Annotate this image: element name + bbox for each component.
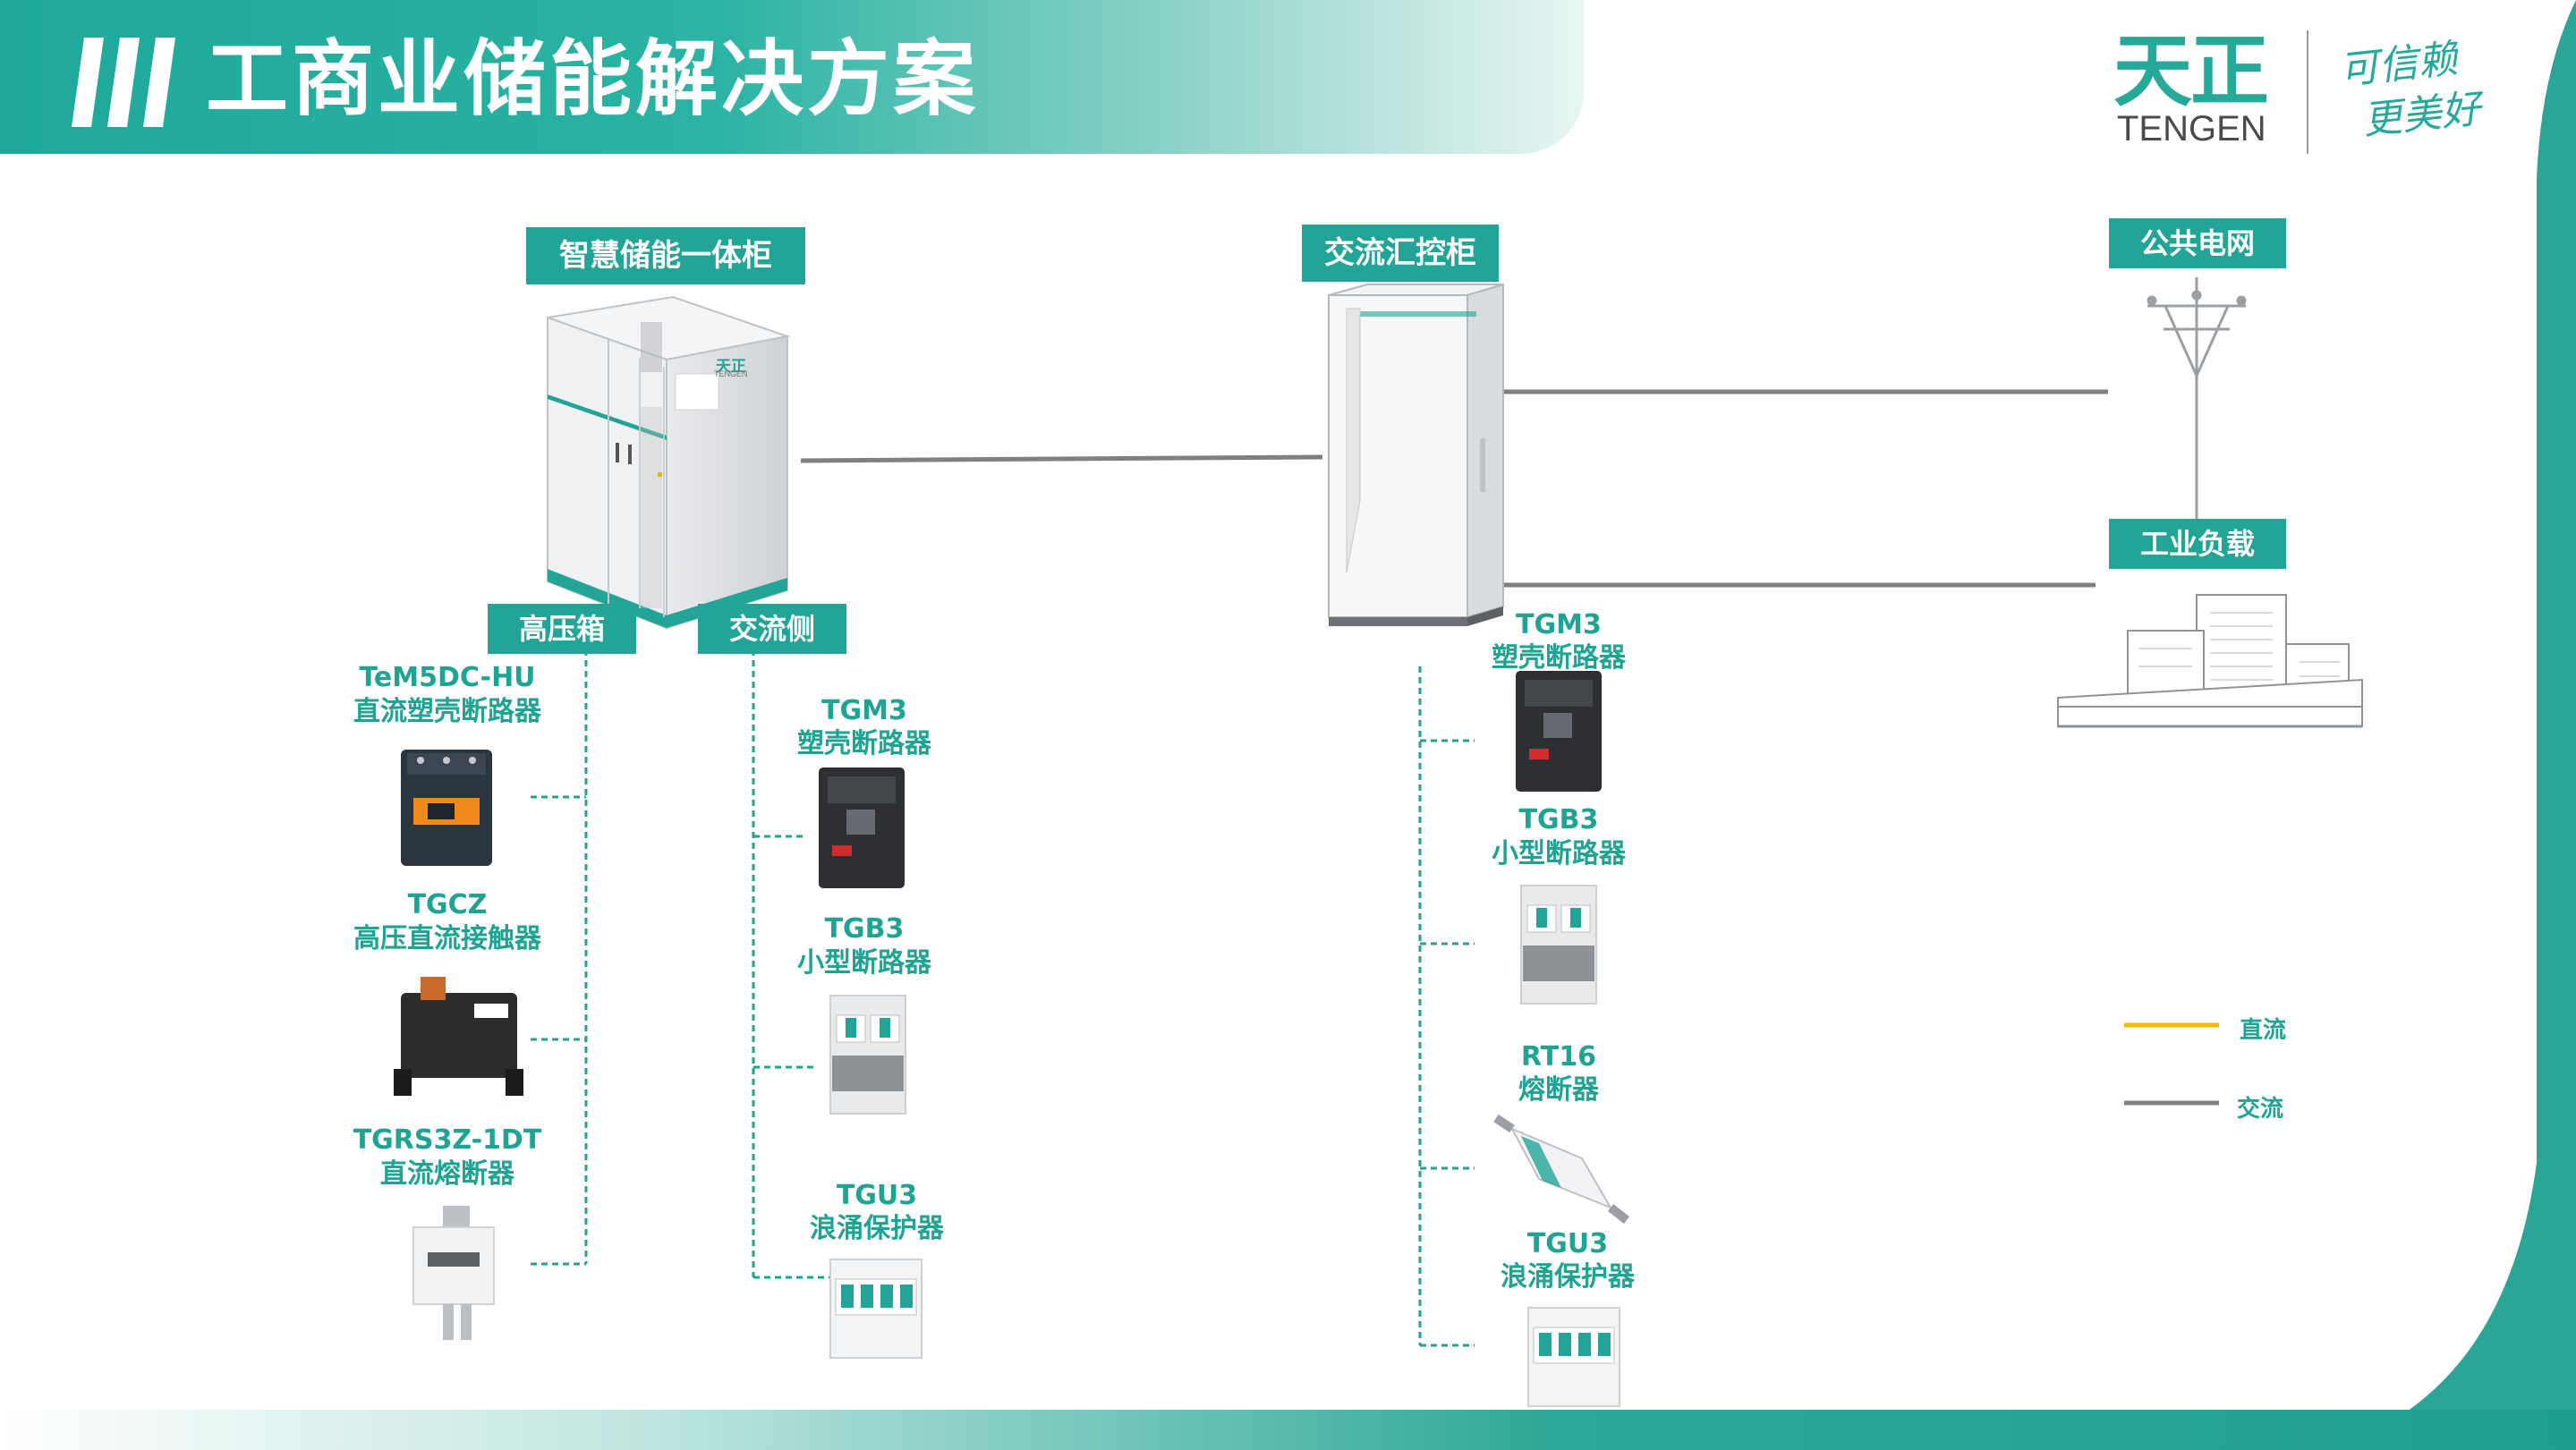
cabinet-product-2-name: 小型断路器 [1492, 838, 1626, 869]
cabinet-product-4-model: TGU3 [1526, 1228, 1609, 1259]
cabinet-product-4-name: 浪涌保护器 [1501, 1261, 1635, 1293]
ac-product-2-model: TGB3 [824, 913, 905, 945]
bottom-bar-decor [0, 1410, 2576, 1450]
utility-pole-illustration [2147, 277, 2247, 519]
tgcz-contactor-illustration [394, 977, 523, 1096]
tem5dc-hu-breaker-illustration [401, 750, 492, 866]
brand-logo-en: TENGEN [2117, 109, 2266, 148]
hv-product-3-name: 直流熔断器 [380, 1158, 514, 1190]
cabinet-branch-lines [1418, 666, 1475, 1347]
load-label: 工业负载 [2109, 519, 2286, 569]
brand-slogan-line2: 更美好 [2360, 86, 2483, 144]
ac-cabinet-illustration [1328, 283, 1504, 626]
ac-tgb3-breaker-illustration [829, 995, 906, 1115]
brand-logo-cn: 天正 [2113, 25, 2269, 117]
cabinet-product-1-model: TGM3 [1516, 609, 1602, 640]
cabinet-product-2-model: TGB3 [1518, 804, 1599, 835]
hv-box-label: 高压箱 [488, 604, 636, 654]
ac-tgu3-spd-illustration [829, 1259, 922, 1359]
cabinet-product-3-name: 熔断器 [1518, 1074, 1599, 1106]
right-edge-decor [2326, 0, 2576, 1450]
ac-product-2-name: 小型断路器 [797, 947, 931, 979]
cabinet-tgm3-breaker-illustration [1516, 671, 1602, 792]
ac-line-storage-to-cabinet [800, 454, 1323, 463]
ac-product-3-name: 浪涌保护器 [810, 1213, 944, 1244]
ac-product-3-model: TGU3 [836, 1180, 918, 1211]
hv-product-3-model: TGRS3Z-1DT [353, 1124, 542, 1156]
cabinet-tgu3-spd-illustration [1527, 1307, 1620, 1407]
cabinet-badge-cn: 天正 [716, 358, 746, 376]
ac-cabinet-label: 交流汇控柜 [1302, 225, 1499, 282]
ac-product-1-name: 塑壳断路器 [797, 728, 931, 759]
grid-label: 公共电网 [2109, 218, 2286, 268]
legend-ac-label: 交流 [2237, 1096, 2284, 1123]
legend-dc-label: 直流 [2240, 1017, 2287, 1044]
cabinet-badge-en: TENGEN [714, 369, 748, 378]
header-bars-icon [72, 38, 175, 127]
ac-tgm3-breaker-illustration [819, 767, 905, 888]
tgrs3z-fuse-illustration [412, 1206, 495, 1340]
hv-product-2-model: TGCZ [407, 889, 488, 920]
storage-cabinet-label: 智慧储能一体柜 [526, 227, 805, 284]
hv-product-1-name: 直流塑壳断路器 [353, 696, 541, 727]
header-banner: 工商业储能解决方案 [0, 0, 1584, 154]
cabinet-tgb3-breaker-illustration [1520, 885, 1597, 1005]
cabinet-rt16-fuse-illustration [1493, 1114, 1630, 1224]
storage-cabinet-illustration [547, 295, 791, 630]
ac-side-label: 交流侧 [698, 604, 846, 654]
factory-illustration [2057, 594, 2363, 728]
cabinet-product-1-name: 塑壳断路器 [1492, 642, 1626, 674]
page-title: 工商业储能解决方案 [206, 31, 980, 127]
logo-divider [2307, 30, 2308, 154]
cabinet-product-3-model: RT16 [1521, 1041, 1596, 1073]
hv-product-2-name: 高压直流接触器 [353, 923, 541, 954]
ac-product-1-model: TGM3 [821, 695, 907, 726]
hv-product-1-model: TeM5DC-HU [359, 662, 536, 693]
